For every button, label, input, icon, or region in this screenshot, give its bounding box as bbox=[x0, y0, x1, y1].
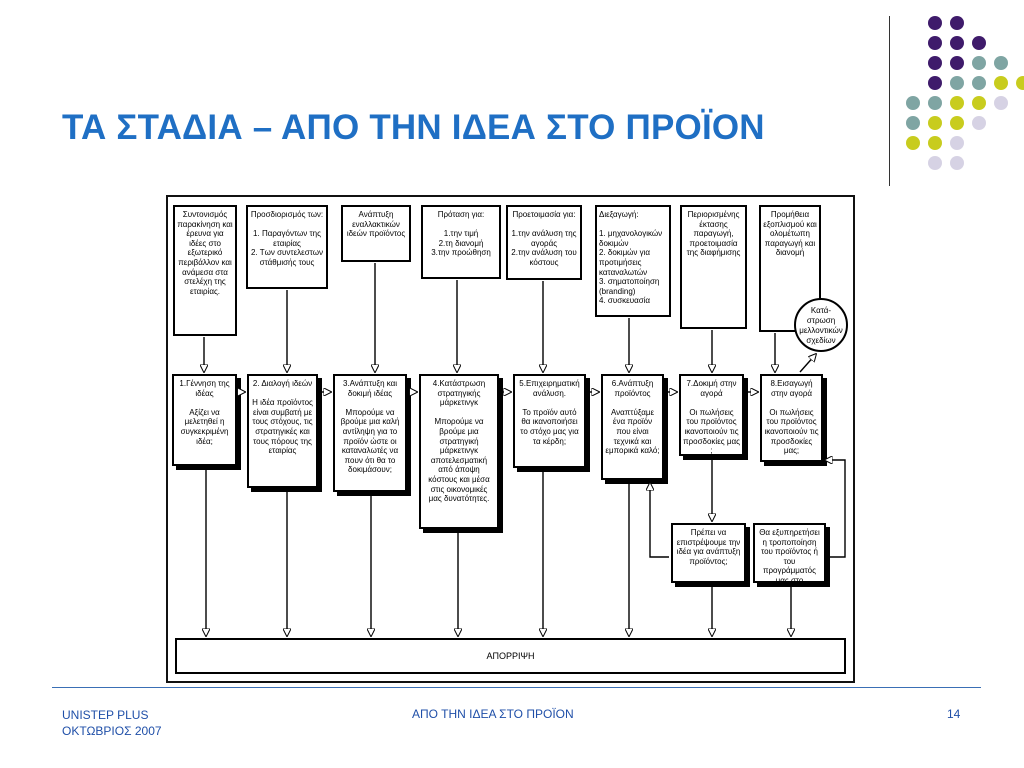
decorative-dot bbox=[950, 56, 964, 70]
stage-box-8: 8.Εισαγωγή στην αγορά Οι πωλήσεις του πρ… bbox=[760, 374, 823, 462]
title-divider bbox=[889, 16, 890, 186]
decorative-dot bbox=[928, 96, 942, 110]
decorative-dot bbox=[972, 56, 986, 70]
decorative-dot-grid bbox=[906, 16, 1024, 176]
top-box-7: Περιορισμένης έκτασης παραγωγή, προετοιμ… bbox=[680, 205, 747, 329]
footer-left: UNISTEP PLUS ΟΚΤΩΒΡΙΟΣ 2007 bbox=[62, 708, 162, 738]
footer-divider bbox=[52, 687, 981, 688]
future-plans-circle: Κατά- στρωση μελλοντικών σχεδίων bbox=[794, 298, 848, 352]
decorative-dot bbox=[950, 96, 964, 110]
decorative-dot bbox=[950, 36, 964, 50]
stage-box-4: 4.Κατάστρωση στρατηγικής μάρκετινγκ Μπορ… bbox=[419, 374, 499, 529]
decorative-dot bbox=[950, 16, 964, 30]
decorative-dot bbox=[950, 76, 964, 90]
diagram-frame bbox=[166, 195, 855, 683]
decorative-dot bbox=[906, 116, 920, 130]
top-box-6: Διεξαγωγή: 1. μηχανολογικών δοκιμών 2. δ… bbox=[595, 205, 671, 317]
page-title: ΤΑ ΣΤΑΔΙΑ – ΑΠΟ ΤΗΝ ΙΔΕΑ ΣΤΟ ΠΡΟΪΟΝ bbox=[62, 108, 765, 147]
stage-box-5: 5.Επιχειρηματική ανάλυση. Το προϊόν αυτό… bbox=[513, 374, 586, 468]
top-box-2: Προσδιορισμός των: 1. Παραγόντων της ετα… bbox=[246, 205, 328, 289]
decorative-dot bbox=[906, 136, 920, 150]
decorative-dot bbox=[928, 136, 942, 150]
decorative-dot bbox=[972, 116, 986, 130]
decorative-dot bbox=[928, 116, 942, 130]
top-box-5: Προετοιμασία για: 1.την ανάλυση της αγορ… bbox=[506, 205, 582, 280]
decorative-dot bbox=[994, 76, 1008, 90]
decorative-dot bbox=[928, 56, 942, 70]
stage-box-3: 3.Ανάπτυξη και δοκιμή ιδέας Μπορούμε να … bbox=[333, 374, 407, 492]
decorative-dot bbox=[1016, 76, 1024, 90]
stage-box-2: 2. Διαλογή ιδεών Η ιδέα προϊόντος είναι … bbox=[247, 374, 318, 488]
top-box-1: Συντονισμός παρακίνηση και έρευνα για ιδ… bbox=[173, 205, 237, 336]
top-box-4: Πρόταση για: 1.την τιμή 2.τη διανομή 3.τ… bbox=[421, 205, 501, 279]
decorative-dot bbox=[950, 136, 964, 150]
decorative-dot bbox=[950, 156, 964, 170]
stage-box-1: 1.Γέννηση της ιδέας Αξίζει να μελετηθεί … bbox=[172, 374, 237, 466]
footer-center: ΑΠΟ ΤΗΝ ΙΔΕΑ ΣΤΟ ΠΡΟΪΟΝ bbox=[412, 707, 574, 721]
decorative-dot bbox=[972, 36, 986, 50]
decorative-dot bbox=[928, 156, 942, 170]
decorative-dot bbox=[950, 116, 964, 130]
decorative-dot bbox=[928, 76, 942, 90]
top-box-3: Ανάπτυξη εναλλακτικών ιδεών προϊόντος bbox=[341, 205, 411, 262]
page-number: 14 bbox=[947, 707, 961, 721]
stage-box-7: 7.Δοκιμή στην αγορά Οι πωλήσεις του προϊ… bbox=[679, 374, 744, 456]
decorative-dot bbox=[994, 56, 1008, 70]
decorative-dot bbox=[928, 16, 942, 30]
rejection-box: ΑΠΟΡΡΙΨΗ bbox=[175, 638, 846, 674]
feedback-box-1: Πρέπει να επιστρέψουμε την ιδέα για ανάπ… bbox=[671, 523, 746, 583]
decorative-dot bbox=[994, 96, 1008, 110]
decorative-dot bbox=[928, 36, 942, 50]
decorative-dot bbox=[972, 96, 986, 110]
feedback-box-2: Θα εξυπηρετήσει η τροποποίηση του προϊόν… bbox=[753, 523, 826, 583]
stage-box-6: 6.Ανάπτυξη προϊόντος Αναπτύξαμε ένα προϊ… bbox=[601, 374, 664, 480]
decorative-dot bbox=[972, 76, 986, 90]
decorative-dot bbox=[906, 96, 920, 110]
